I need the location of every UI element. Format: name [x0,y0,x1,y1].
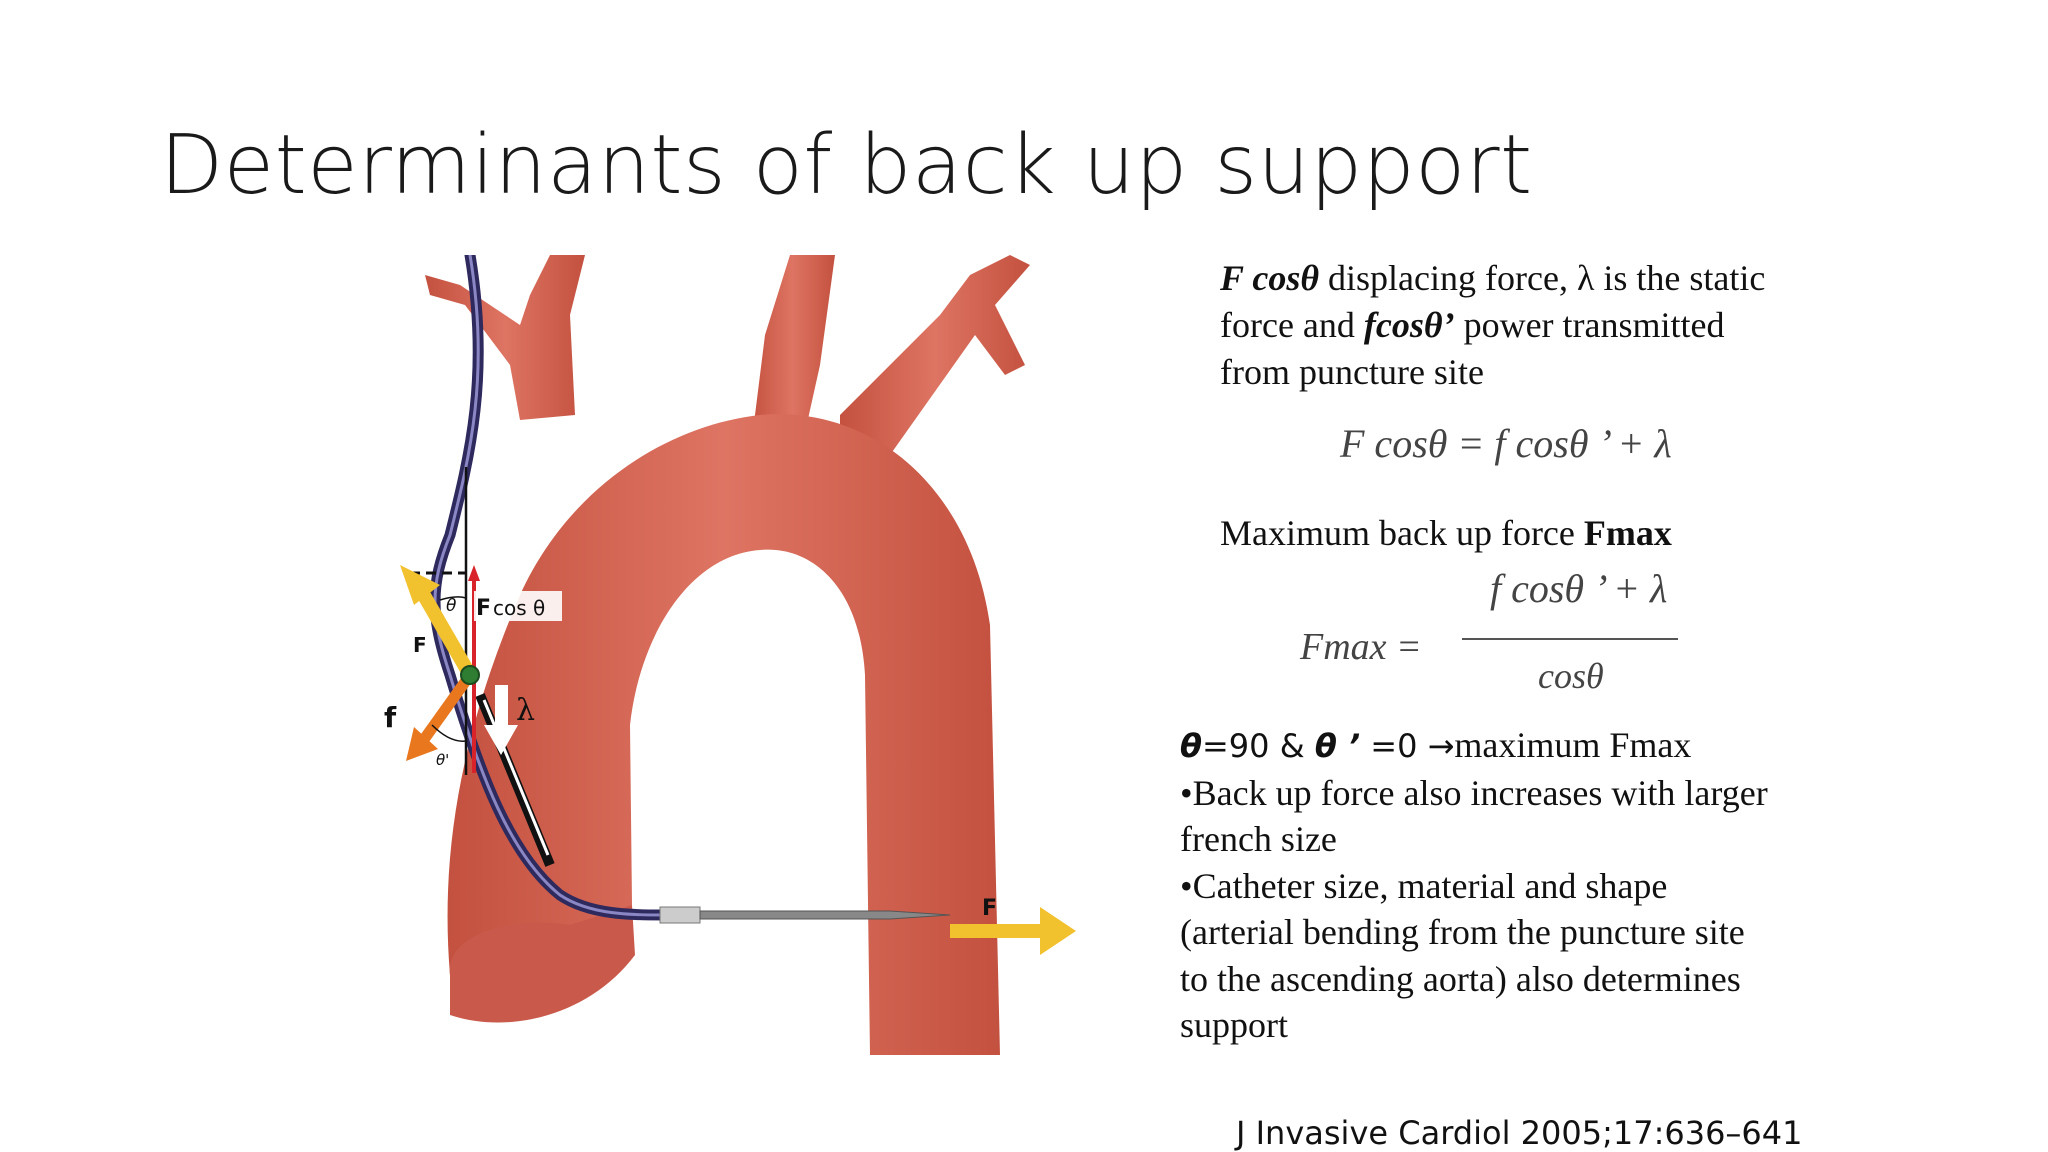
catheter-highlight [433,255,672,917]
slide-title: Determinants of back up support [160,118,1533,213]
intro-term-fcos: F cosθ [1220,258,1320,298]
aorta-catheter-diagram: θ F cos θ F f θ' λ F [370,255,1130,1075]
big-f-label: F [413,633,427,657]
right-force-arrowhead [1040,907,1076,955]
theta-label: θ [446,596,457,616]
theta-arc [439,596,467,601]
stent-device [699,910,951,920]
citation: J Invasive Cardiol 2005;17:636–641 [1236,1114,1803,1152]
cond-zero: =0 [1360,727,1428,765]
bullet-french-size: •Back up force also increases with large… [1180,772,1768,860]
cond-tail: maximum Fmax [1454,725,1692,765]
fcos-label-f: F [476,596,491,621]
max-force-line: Maximum back up force Fmax [1220,512,1672,554]
equation-fmax-numerator: f cosθ ’ + λ [1490,566,1668,611]
cond-mid: =90 & [1201,727,1315,765]
equation-static-balance: F cosθ = f cosθ ’ + λ [1340,421,1672,466]
equation-fmax: Fmax = f cosθ ’ + λ cosθ [1300,565,1680,705]
lambda-white-arrow [484,685,518,755]
conditions-block: θ=90 & θ ’ =0 →maximum Fmax •Back up for… [1180,722,1780,1049]
cond-theta-prime: θ ’ [1314,727,1361,765]
intro-part-1: displacing force, λ is the static force … [1220,258,1766,345]
fraction-bar [1462,638,1678,640]
aortic-root [449,905,635,1023]
contact-point [460,665,480,685]
branch-vessel-left [425,255,585,420]
theta-prime-arc [431,724,467,742]
branch-vessel-middle [750,255,835,455]
catheter-sheath [659,906,701,924]
yellow-force-f-arrow [411,581,477,679]
lambda-label: λ [516,693,535,728]
cond-theta: θ [1180,727,1202,765]
intro-term-fcos-prime: fcosθ’ [1363,305,1455,345]
red-arrowhead [468,565,480,581]
small-f-label: f [384,701,397,734]
branch-vessel-right [840,255,1030,455]
intro-part-2: power transmitted from puncture site [1220,305,1725,392]
theta-prime-label: θ' [436,751,449,769]
aortic-arch [447,414,1001,1055]
max-force-prefix: Maximum back up force [1220,513,1584,553]
right-f-label: F [982,896,997,921]
intro-paragraph: F cosθ displacing force, λ is the static… [1220,255,1780,396]
intro-text: F cosθ displacing force, λ is the static… [1220,255,1780,396]
bullet-catheter-shape: •Catheter size, material and shape (arte… [1180,865,1745,1046]
max-force-term: Fmax [1583,513,1672,553]
guidewire [475,693,555,867]
fcos-label-box [474,591,562,621]
equation-fmax-lhs: Fmax = [1300,626,1422,668]
orange-force-f-arrow [415,671,475,749]
fcos-label-cos: cos θ [493,596,545,620]
equation-fmax-denominator: cosθ [1538,656,1604,696]
arrow-right-icon: → [1427,727,1455,765]
orange-arrowhead [406,727,438,761]
yellow-arrowhead [400,565,440,605]
aorta-illustration: θ F cos θ F f θ' λ F [384,255,1076,1055]
condition-line: θ=90 & θ ’ =0 →maximum Fmax [1180,722,1780,770]
